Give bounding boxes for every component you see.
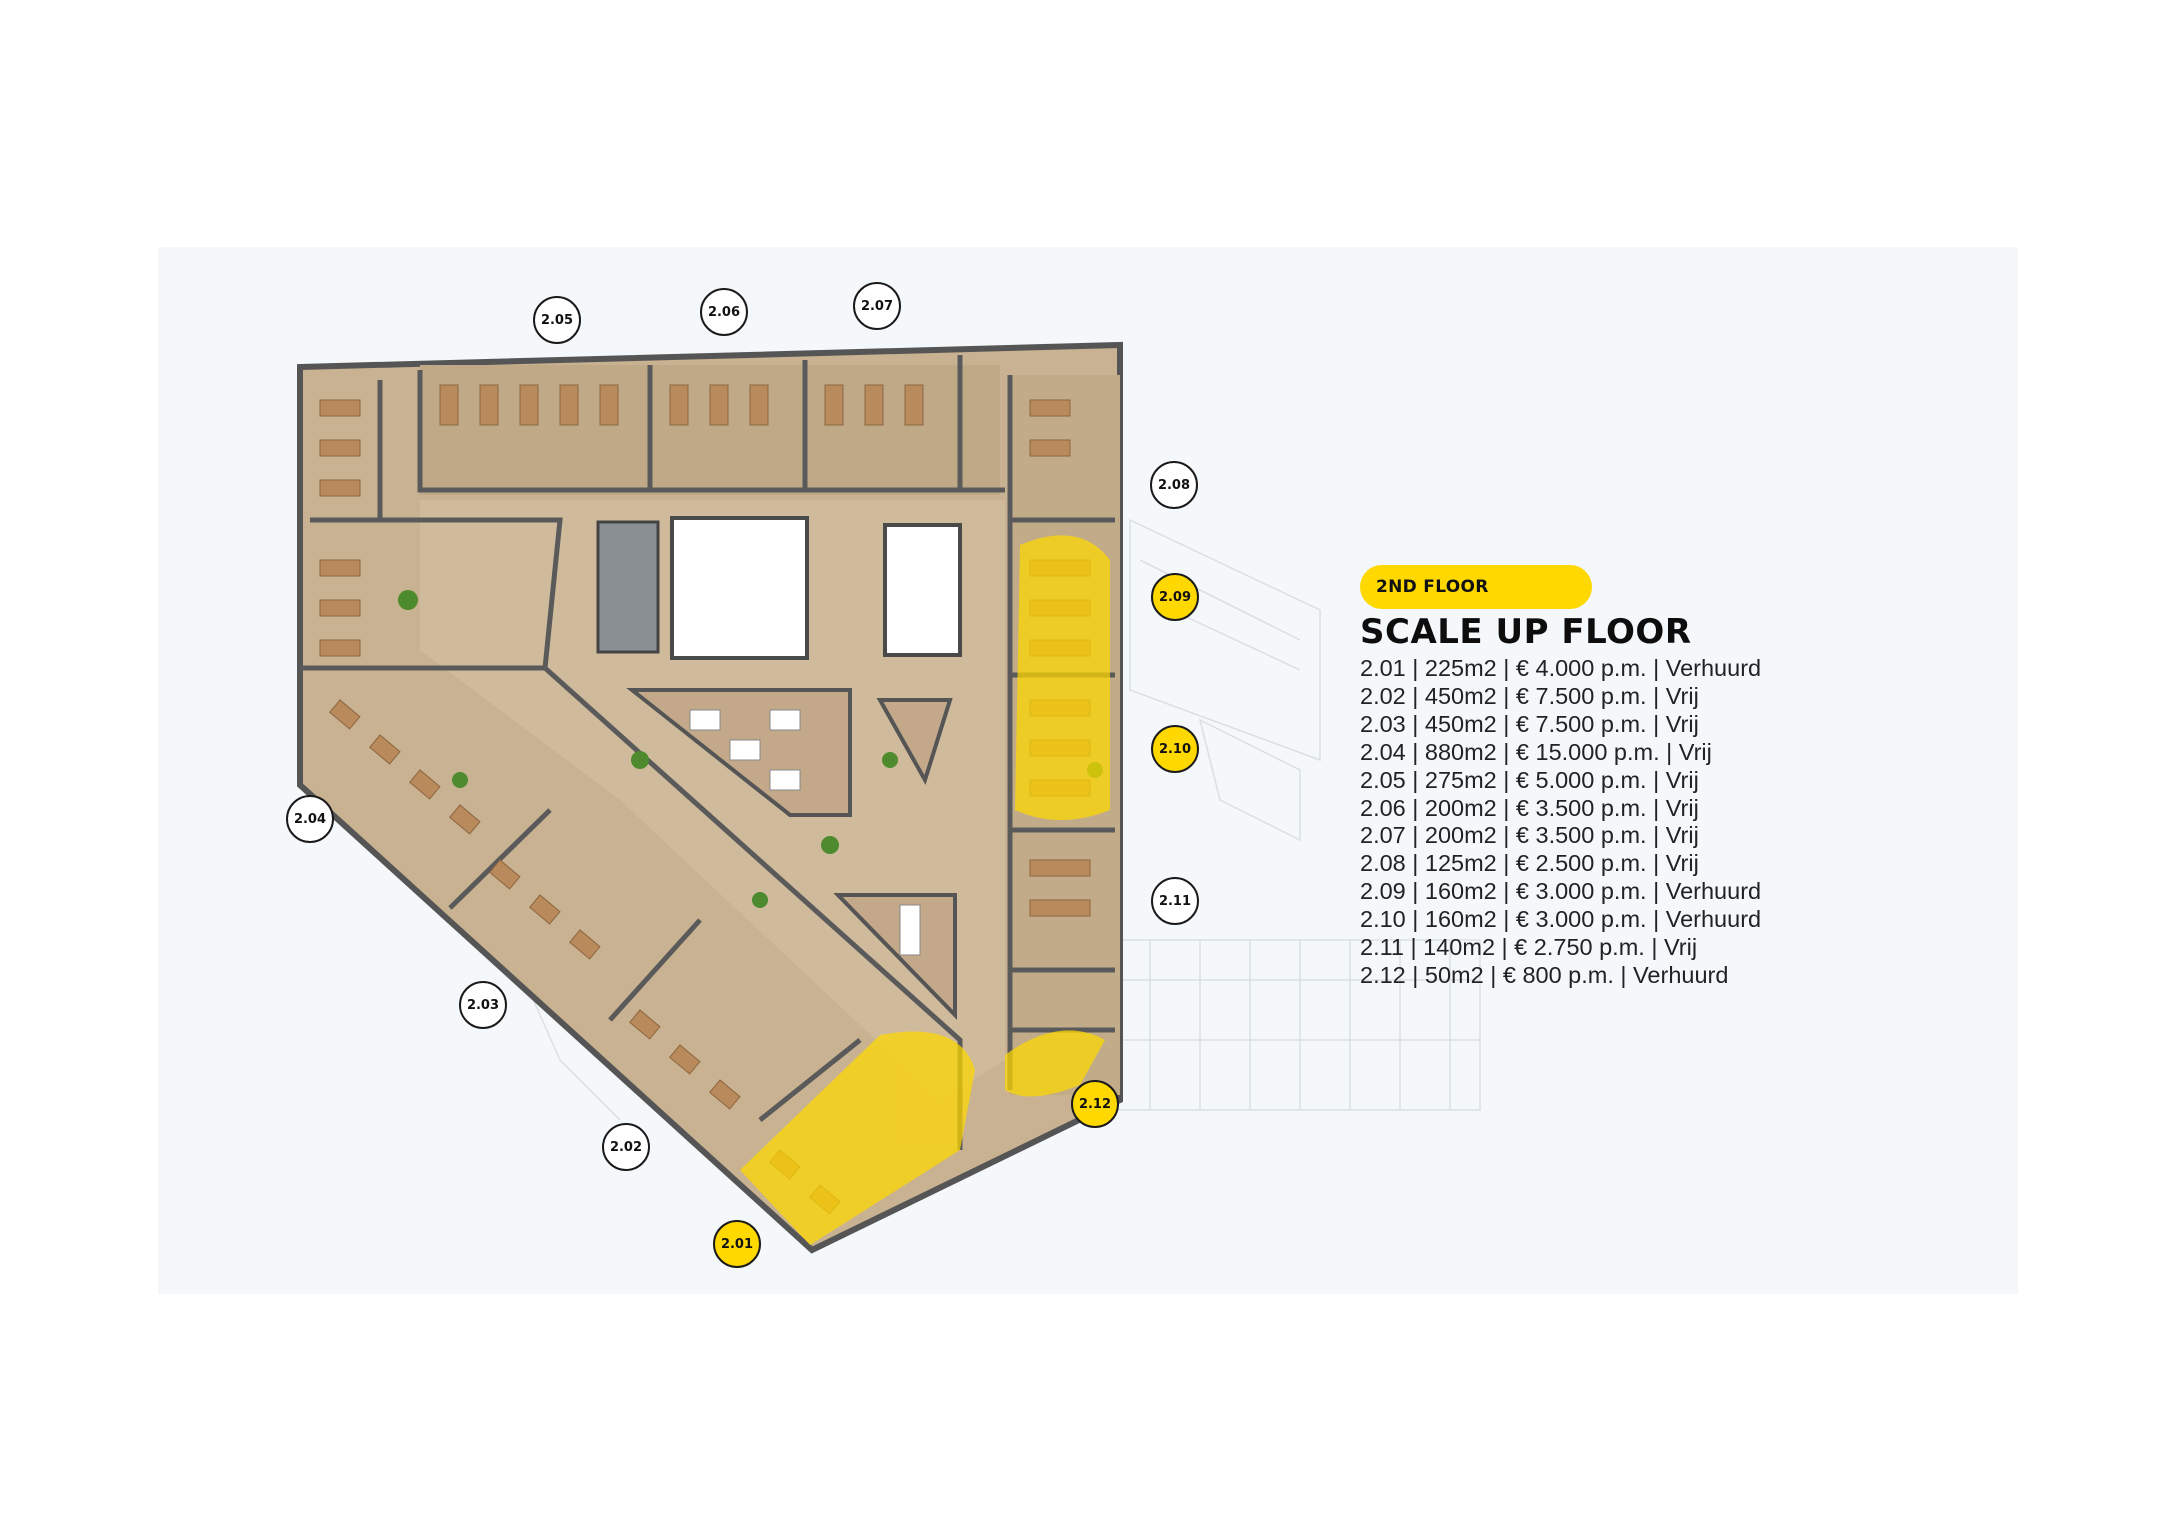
marker-2-10[interactable]: 2.10 (1151, 725, 1199, 773)
plants (398, 590, 1103, 908)
courtyard-2 (883, 523, 962, 657)
unit-line: 2.09 | 160m2 | € 3.000 p.m. | Verhuurd (1360, 878, 1762, 905)
unit-line: 2.03 | 450m2 | € 7.500 p.m. | Vrij (1360, 710, 1699, 737)
island-small (876, 698, 953, 786)
stair-core (596, 520, 660, 654)
marker-2-09[interactable]: 2.09 (1151, 573, 1199, 621)
unit-list: 2.01 | 225m2 | € 4.000 p.m. | Verhuurd 2… (1360, 655, 1761, 990)
courtyard-1 (670, 516, 809, 660)
marker-2-08[interactable]: 2.08 (1150, 461, 1198, 509)
marker-2-07[interactable]: 2.07 (853, 282, 901, 330)
unit-line: 2.06 | 200m2 | € 3.500 p.m. | Vrij (1360, 794, 1699, 821)
marker-2-02[interactable]: 2.02 (602, 1123, 650, 1171)
unit-line: 2.02 | 450m2 | € 7.500 p.m. | Vrij (1360, 682, 1699, 709)
marker-2-06[interactable]: 2.06 (700, 288, 748, 336)
unit-line: 2.10 | 160m2 | € 3.000 p.m. | Verhuurd (1360, 906, 1762, 933)
marker-2-01[interactable]: 2.01 (713, 1220, 761, 1268)
unit-line: 2.07 | 200m2 | € 3.500 p.m. | Vrij (1360, 822, 1699, 849)
unit-line: 2.11 | 140m2 | € 2.750 p.m. | Vrij (1360, 934, 1698, 961)
marker-2-03[interactable]: 2.03 (459, 981, 507, 1029)
island-bottom (833, 893, 957, 1020)
unit-line: 2.12 | 50m2 | € 800 p.m. | Verhuurd (1360, 961, 1729, 988)
unit-line: 2.08 | 125m2 | € 2.500 p.m. | Vrij (1360, 850, 1699, 877)
unit-line: 2.01 | 225m2 | € 4.000 p.m. | Verhuurd (1360, 655, 1762, 681)
island-tables (689, 709, 921, 956)
unit-line: 2.05 | 275m2 | € 5.000 p.m. | Vrij (1360, 766, 1699, 793)
floor-badge: 2ND FLOOR (1360, 565, 1592, 609)
marker-2-12[interactable]: 2.12 (1071, 1080, 1119, 1128)
desks (319, 384, 1091, 917)
marker-2-04[interactable]: 2.04 (286, 795, 334, 843)
unit-line: 2.04 | 880m2 | € 15.000 p.m. | Vrij (1360, 738, 1712, 765)
rented-highlights (740, 535, 1110, 1245)
marker-2-11[interactable]: 2.11 (1151, 877, 1199, 925)
marker-2-05[interactable]: 2.05 (533, 296, 581, 344)
floor-title: SCALE UP FLOOR (1360, 612, 1692, 652)
